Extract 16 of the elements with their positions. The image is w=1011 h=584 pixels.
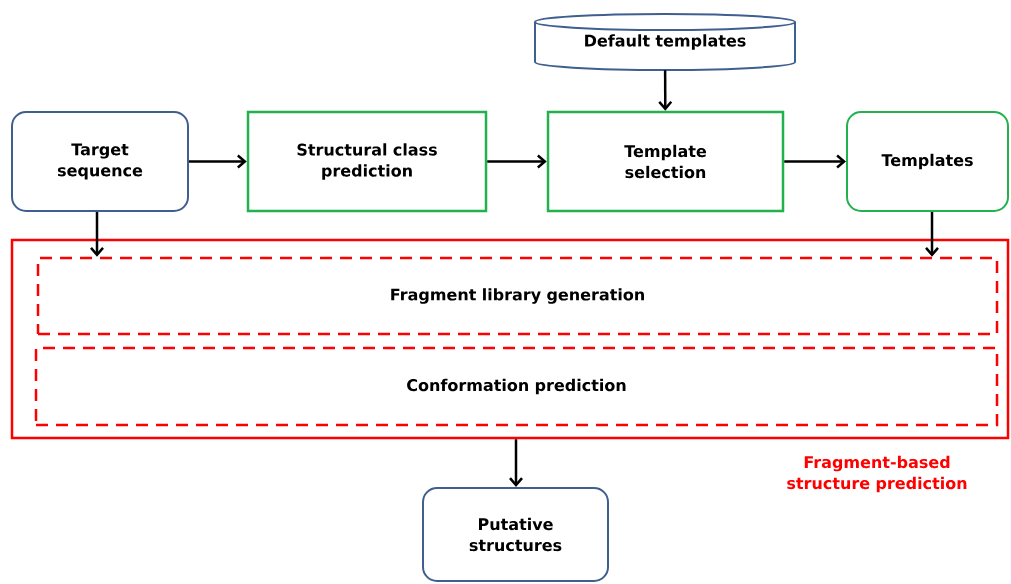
arrow [487,154,547,169]
process-box: Conformation prediction [34,346,999,427]
node-label: Fragment-based structure prediction [787,455,967,493]
arrow [90,212,104,257]
arrow [189,154,247,169]
rounded-box: Putative structures [422,487,609,582]
rounded-box: Target sequence [11,111,189,212]
process-box: Template selection [546,110,785,213]
arrow [925,212,939,257]
database-cylinder: Default templates [534,13,796,71]
rounded-box: Templates [846,111,1009,212]
process-box: Structural class prediction [246,110,488,213]
arrow [658,70,673,111]
process-box: Fragment library generation [36,256,999,336]
arrow [784,154,846,169]
arrow [509,439,523,487]
